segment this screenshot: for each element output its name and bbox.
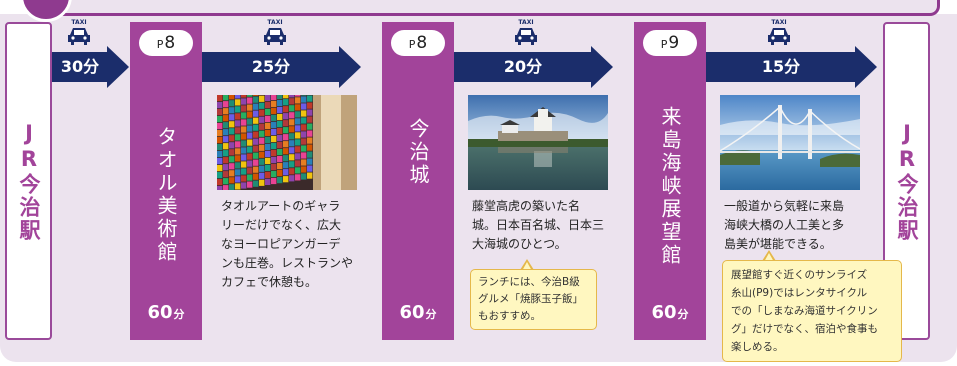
duration-value: 60: [651, 302, 677, 323]
svg-text:TAXI: TAXI: [771, 19, 786, 26]
stop-duration: 60分: [634, 302, 706, 323]
description-line: ンも圧巻。レストランや: [221, 256, 354, 270]
description-line: なヨーロピアンガーデ: [221, 237, 341, 251]
stop-name: タオル美術館: [130, 126, 202, 264]
stop-name-text: 来島海峡展望館: [658, 106, 682, 267]
stop-description: 藤堂高虎の築いた名 城。日本百名城、日本三 大海城のひとつ。: [472, 197, 612, 254]
note-line: 楽しめる。: [731, 341, 784, 353]
duration-value: 60: [399, 302, 425, 323]
page-number: 8: [416, 33, 428, 53]
start-station: JR今治駅: [5, 22, 52, 340]
note-tail: [521, 262, 532, 271]
castle-photo: [468, 95, 608, 190]
page-prefix: P: [156, 38, 164, 51]
towel-gallery-photo: [217, 95, 357, 190]
leg-time: 15分: [761, 57, 801, 76]
road-arrow-1: [107, 46, 129, 88]
road-segment-4: [706, 52, 856, 82]
duration-unit: 分: [677, 308, 689, 321]
description-line: 大海城のひとつ。: [472, 237, 567, 251]
page-reference: P8: [139, 30, 193, 56]
page-number: 8: [164, 33, 176, 53]
description-line: リーだけでなく、広大: [221, 218, 342, 232]
description-line: 海峡大橋の人工美と多: [724, 218, 845, 232]
sunrise-itoyama-note: 展望館すぐ近くのサンライズ 糸山(P9)ではレンタサイクル での「しまなみ海道サ…: [722, 260, 902, 362]
stop-description: 一般道から気軽に来島 海峡大橋の人工美と多 島美が堪能できる。: [724, 197, 864, 254]
leg-time: 20分: [503, 57, 543, 76]
road-segment-2: [202, 52, 340, 82]
bridge-photo: [720, 95, 860, 190]
duration-unit: 分: [173, 308, 185, 321]
svg-text:TAXI: TAXI: [71, 19, 86, 26]
leg-time: 25分: [251, 57, 291, 76]
svg-text:TAXI: TAXI: [267, 19, 282, 26]
road-segment-1: [52, 52, 108, 82]
note-line: 糸山(P9)ではレンタサイクル: [731, 287, 868, 299]
stop-kurushima-observatory: P9 来島海峡展望館 60分: [634, 22, 706, 340]
stop-duration: 60分: [130, 302, 202, 323]
duration-value: 60: [147, 302, 173, 323]
road-arrow-2: [339, 46, 361, 88]
page-prefix: P: [408, 38, 416, 51]
description-line: 一般道から気軽に来島: [724, 199, 845, 213]
svg-text:TAXI: TAXI: [518, 19, 533, 26]
header-strip: [20, 0, 940, 22]
stop-description: タオルアートのギャラ リーだけでなく、広大 なヨーロピアンガーデ ンも圧巻。レス…: [221, 197, 361, 292]
note-line: グルメ「焼豚玉子飯」: [478, 293, 583, 305]
stop-imabari-castle: P8 今治城 60分: [382, 22, 454, 340]
road-arrow-3: [591, 46, 613, 88]
stop-name-text: タオル美術館: [154, 126, 178, 264]
start-station-label: JR今治駅: [17, 120, 41, 242]
description-line: タオルアートのギャラ: [221, 199, 341, 213]
note-line: ランチには、今治B級: [478, 276, 580, 288]
road-arrow-4: [855, 46, 877, 88]
note-line: グ」だけでなく、宿泊や食事も: [731, 323, 878, 335]
description-line: 城。日本百名城、日本三: [472, 218, 605, 232]
stop-name: 来島海峡展望館: [634, 106, 706, 267]
taxi-icon: TAXI: [766, 17, 792, 47]
page-number: 9: [668, 33, 680, 53]
stop-towel-museum: P8 タオル美術館 60分: [130, 22, 202, 340]
leg-time: 30分: [60, 57, 100, 76]
lunch-note: ランチには、今治B級 グルメ「焼豚玉子飯」 もおすすめ。: [470, 269, 597, 330]
description-line: カフェで休憩も。: [221, 275, 318, 289]
page-prefix: P: [660, 38, 668, 51]
taxi-icon: TAXI: [66, 17, 92, 47]
duration-unit: 分: [425, 308, 437, 321]
stop-duration: 60分: [382, 302, 454, 323]
stop-name-text: 今治城: [406, 118, 430, 187]
description-line: 藤堂高虎の築いた名: [472, 199, 581, 213]
note-line: での「しまなみ海道サイクリン: [731, 305, 878, 317]
taxi-icon: TAXI: [262, 17, 288, 47]
description-line: 島美が堪能できる。: [724, 237, 832, 251]
note-line: 展望館すぐ近くのサンライズ: [731, 269, 868, 281]
page-reference: P8: [391, 30, 445, 56]
end-station-label: JR今治駅: [895, 120, 919, 242]
taxi-icon: TAXI: [513, 17, 539, 47]
note-tail: [763, 253, 774, 262]
page-reference: P9: [643, 30, 697, 56]
road-segment-3: [454, 52, 592, 82]
note-line: もおすすめ。: [478, 310, 541, 322]
stop-name: 今治城: [382, 118, 454, 187]
